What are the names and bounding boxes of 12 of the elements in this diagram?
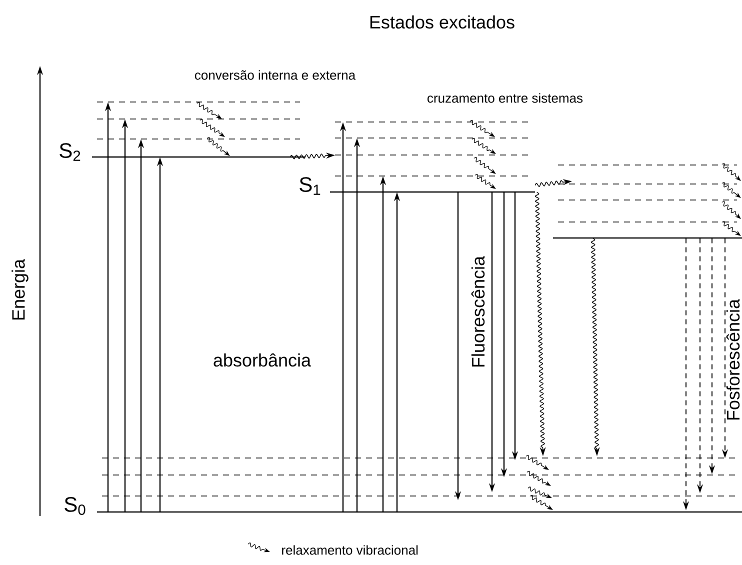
label: absorbância <box>214 353 312 367</box>
label: cruzamento entre sistemas <box>428 93 583 103</box>
state-label: S$_{1}$ <box>300 177 320 195</box>
label: Fosforescência <box>726 298 740 420</box>
label: conversão interna e externa <box>194 70 356 80</box>
title: Estados excitados <box>370 15 514 29</box>
label: Fluorescência <box>471 256 485 367</box>
legend-text: relaxamento vibracional <box>282 545 418 555</box>
label: Energia <box>12 258 28 320</box>
state-label: S$_{0}$ <box>64 497 86 515</box>
state-label: S$_{2}$ <box>60 143 80 161</box>
energy-levels <box>553 164 742 239</box>
